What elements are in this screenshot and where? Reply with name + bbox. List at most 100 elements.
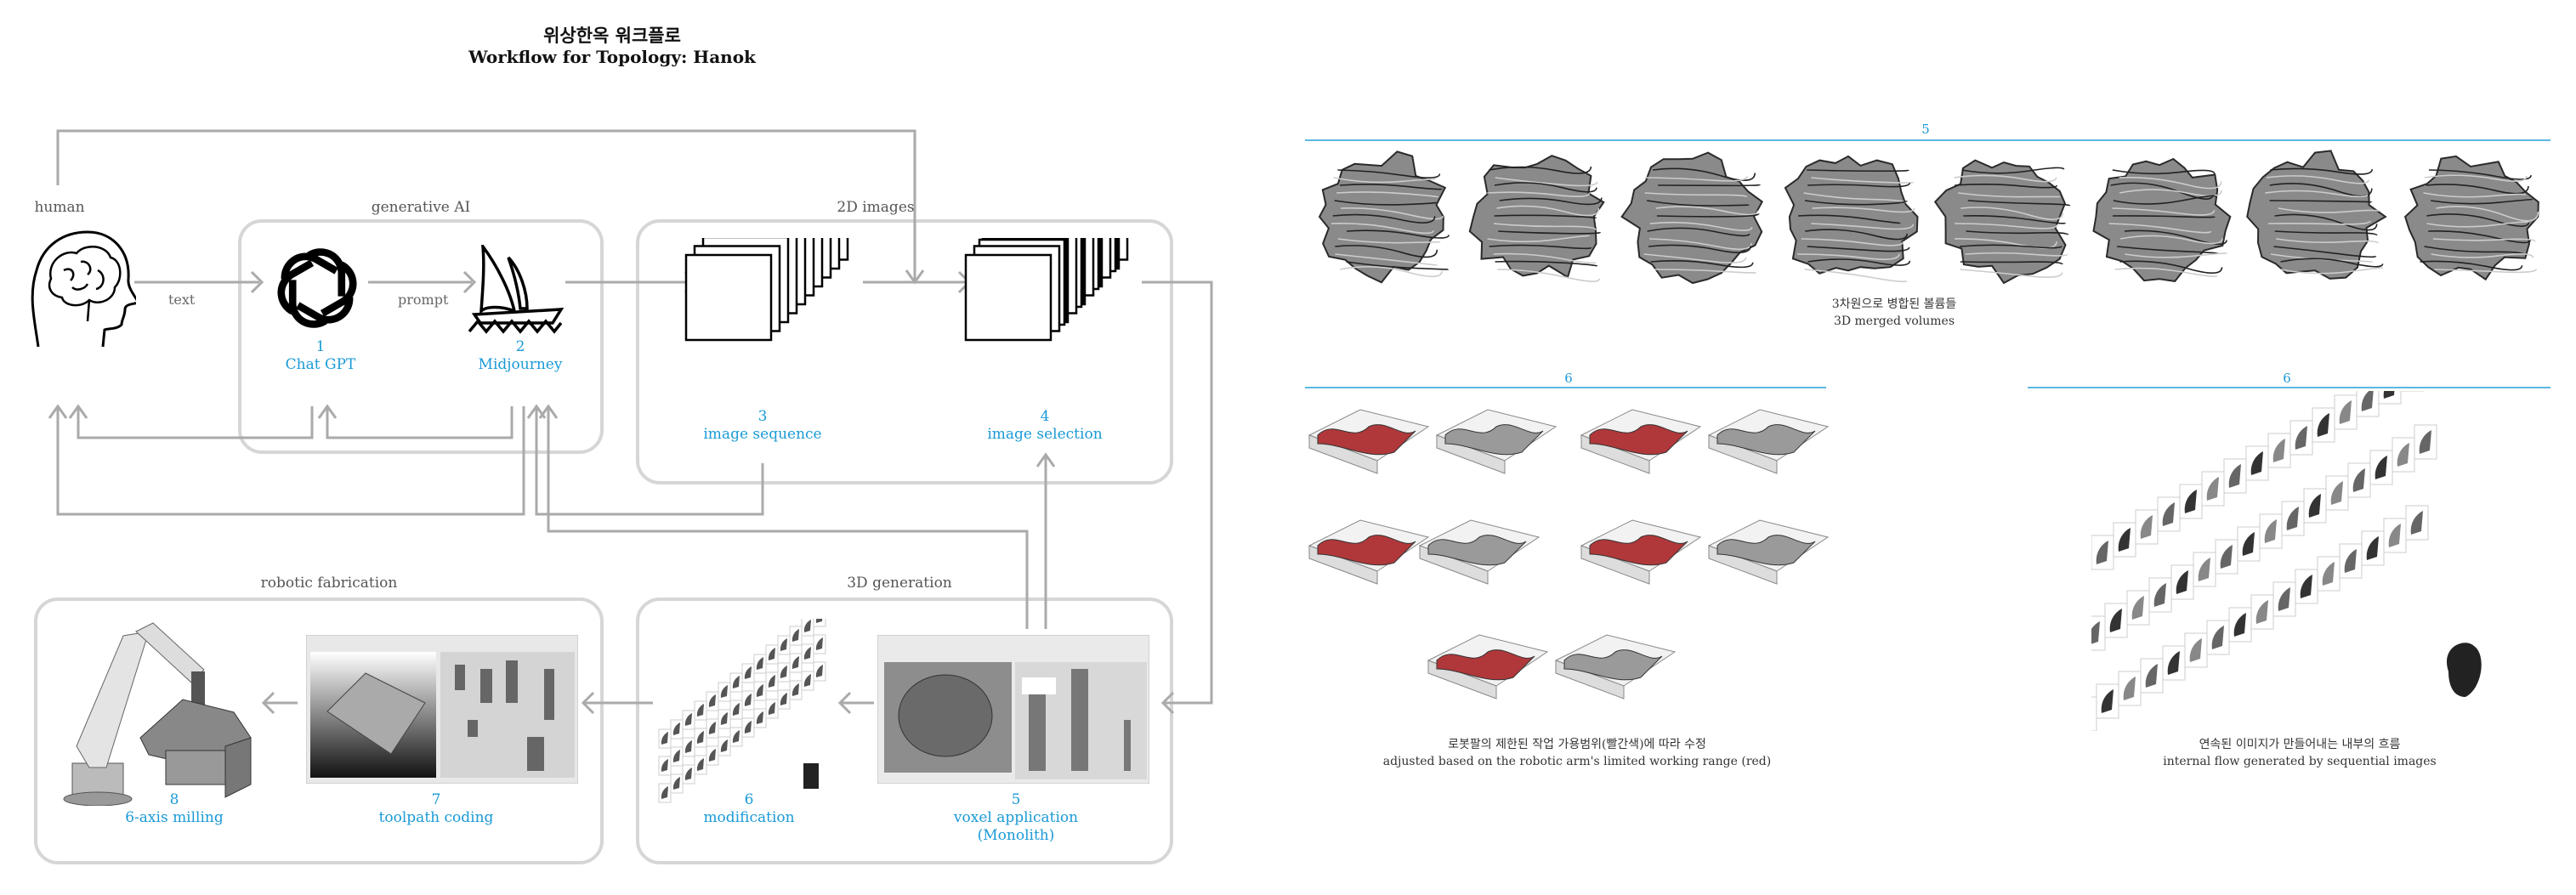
step-7-number: 7 [431,791,441,808]
adjusted-models-grid [1308,409,1830,700]
title-english: Workflow for Topology: Hanok [468,47,756,67]
adjusted-model [1308,519,1430,585]
midjourney-sailboat-icon [468,245,565,334]
lattice-cell [2091,535,2114,570]
lattice-cell [801,671,814,691]
step-3-number: 3 [757,408,768,425]
lattice-cell [682,710,695,730]
lattice-cell [2259,513,2283,549]
adjusted-model [1707,409,1830,474]
adjusted-model [1427,634,1549,700]
generative-ai-label: generative AI [371,199,471,216]
lattice-cell [682,764,695,785]
lattice-cell [2157,496,2181,532]
lattice-cell [2206,620,2230,655]
lattice-cell [718,682,731,702]
lattice-cell [729,727,743,747]
lattice-cell [753,708,767,728]
adjusted-model [1580,519,1702,585]
step-5-label: voxel application [953,809,1079,826]
step-6-number: 6 [744,791,754,808]
lattice-cell [670,719,684,739]
lattice-cell [2170,564,2194,600]
lattice-cell [682,737,695,757]
lattice-cell [706,745,719,766]
edge-label-text: text [168,292,196,308]
step-2-number: 2 [515,338,525,355]
volumes-caption-ko: 3차원으로 병합된 볼륨들 [1831,297,1957,311]
lattice-cell [706,718,719,739]
edge-label-prompt: prompt [398,292,449,308]
adjusted-model [1554,634,1677,700]
internal-flow-lattice [2091,391,2482,731]
voxel-application-screenshot [877,635,1149,784]
lattice-cell [777,662,791,683]
lattice-cell [670,746,684,767]
lattice-cell [2091,696,2097,731]
adjusted-model [1580,409,1702,474]
lattice-cell [2334,394,2358,430]
lattice-cell [2289,420,2313,456]
lattice-cell [2215,539,2238,575]
internal-panel-number: 6 [2283,371,2291,386]
adjusted-caption-en: adjusted based on the robotic arm's limi… [1382,755,1772,768]
lattice-cell [765,671,779,692]
lattice-cell [2295,569,2318,604]
flow-connectors [48,129,1213,715]
lattice-cell [789,680,803,700]
lattice-cell [765,644,779,665]
step-1-number: 1 [315,338,326,355]
lattice-cell [801,619,814,637]
lattice-cell [2378,391,2402,405]
lattice-cell [2091,615,2106,651]
lattice-cell [2392,437,2415,473]
lattice-cell [729,672,743,693]
lattice-cell [2347,462,2371,498]
step-5-sublabel: (Monolith) [977,827,1055,844]
merged-volume [1620,151,1763,285]
lattice-cell [706,691,719,711]
lattice-cell [741,690,755,711]
image-frame [684,253,773,342]
toolpath-coding-screenshot [306,635,578,784]
lattice-cell [718,736,731,756]
volumes-panel-number: 5 [1921,122,1930,137]
lattice-cell [670,773,684,794]
lattice-cell [2118,671,2142,706]
merged-volume-small [803,763,819,789]
lattice-cell [2250,594,2274,630]
adjusted-model [1707,519,1830,585]
merged-volume [2092,157,2232,282]
step-7-label: toolpath coding [378,809,494,826]
lattice-cell [777,689,791,710]
adjusted-caption-ko: 로봇팔의 제한된 작업 가용범위(빨간색)에 따라 수정 [1448,738,1706,751]
lattice-cell [2140,658,2164,694]
lattice-cell [753,681,767,701]
lattice-cell [2162,645,2186,681]
lattice-cell [694,700,707,721]
lattice-cell [658,728,672,749]
merged-volume [2246,150,2387,280]
lattice-cell [2383,518,2407,553]
lattice-cell [2369,450,2393,485]
lattice-cell [2179,484,2203,519]
human-label: human [34,199,85,216]
adjusted-model [1418,519,1540,585]
step-2-label: Midjourney [478,356,563,373]
internal-caption-en: internal flow generated by sequential im… [2163,755,2437,768]
lattice-cell [2312,407,2335,443]
brain-head-icon [31,230,136,348]
robotic-fabrication-group [34,598,604,864]
image-stack-icon [684,238,849,342]
lattice-cell [2272,581,2296,617]
generative-ai-group [238,219,604,454]
lattice-cell [2193,552,2216,587]
merged-volume-small [2446,643,2482,697]
merged-volume [1318,150,1450,284]
internal-rule [2028,387,2550,388]
lattice-cell [2317,556,2341,592]
lattice-cell [789,626,803,646]
step-8-number: 8 [169,791,179,808]
step-6-label: modification [703,809,795,826]
lattice-cell [2325,475,2349,511]
